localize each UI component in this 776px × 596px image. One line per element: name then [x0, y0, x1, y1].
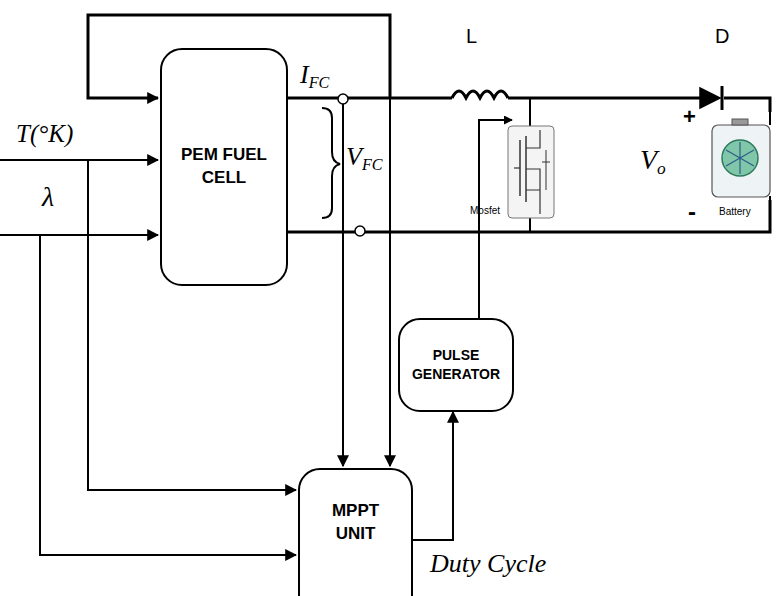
diode-symbol: [700, 86, 722, 110]
inductor-symbol: [452, 91, 508, 98]
mppt-box: MPPT UNIT: [298, 468, 413, 596]
box-label: PEM FUEL CELL: [174, 144, 274, 190]
power-wire: [724, 98, 770, 112]
output-voltage-label: Vo: [640, 146, 666, 178]
voltage-label: VFC: [346, 144, 382, 173]
polarity-sign: -: [688, 200, 696, 224]
box-label: PULSE GENERATOR: [408, 346, 504, 384]
power-wire: [288, 97, 452, 100]
junction-dot: [355, 226, 365, 236]
battery-label: Battery: [719, 207, 751, 217]
lambda-label: λ: [42, 183, 54, 211]
current-label: IFC: [300, 62, 329, 91]
polarity-sign: +: [683, 106, 696, 128]
gate-wire: [479, 120, 512, 318]
box-label: MPPT UNIT: [326, 500, 386, 546]
voltage-brace: [322, 108, 340, 218]
pulse-generator-box: PULSE GENERATOR: [398, 318, 514, 412]
power-wire: [508, 97, 700, 100]
junction-dot: [338, 94, 348, 104]
voltage-sense-wire: [389, 98, 391, 466]
mosfet-symbol: [508, 126, 554, 218]
lambda-wire: [0, 234, 158, 236]
diode-label: D: [715, 26, 729, 46]
temperature-label: T(°K): [16, 121, 73, 146]
duty-cycle-label: Duty Cycle: [430, 551, 546, 577]
current-sense-wire: [342, 98, 344, 466]
battery-symbol: [712, 112, 770, 200]
temperature-wire: [0, 159, 158, 161]
inductor-label: L: [466, 26, 477, 46]
mosfet-label: Mosfet: [470, 206, 500, 216]
mosfet-lead: [529, 98, 531, 128]
fuel-cell-box: PEM FUEL CELL: [160, 48, 288, 286]
duty-cycle-arrow: [413, 412, 453, 540]
